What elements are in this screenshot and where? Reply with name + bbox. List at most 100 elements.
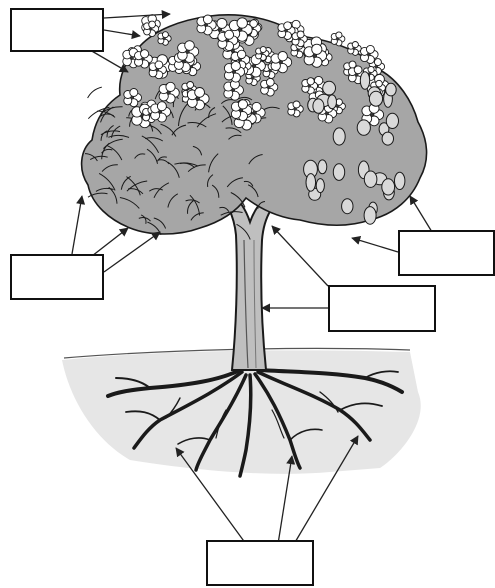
leaf-mark: [119, 197, 140, 209]
leaf-mark: [263, 106, 280, 111]
flower-mark: [223, 79, 244, 101]
flower-mark: [186, 87, 210, 111]
label-box-leaves[interactable]: [10, 254, 104, 300]
flower-mark: [230, 99, 253, 122]
soil: [62, 347, 421, 474]
leaf-mark: [174, 162, 198, 167]
pointer-roots-2: [277, 455, 296, 545]
pointer-stem-1: [271, 225, 329, 287]
leaf-mark: [248, 154, 263, 165]
leaf-mark: [192, 145, 203, 156]
pointer-fruits-2: [351, 236, 399, 253]
flower-mark: [196, 14, 217, 36]
leaf-mark: [219, 206, 230, 212]
leaf-mark: [98, 172, 116, 191]
label-box-flowers[interactable]: [10, 8, 104, 52]
leaf-mark: [220, 211, 243, 216]
leaf-mark: [100, 130, 108, 141]
pointer-fruits-1: [409, 195, 433, 233]
leaf-mark: [160, 123, 177, 137]
flower-mark: [148, 60, 167, 80]
leaf-mark: [84, 153, 98, 162]
fruit-mark: [315, 178, 325, 194]
leaf-mark: [107, 145, 123, 161]
flower-mark: [287, 100, 304, 118]
foliage: [80, 14, 428, 240]
flower-mark: [270, 51, 293, 74]
leaf-mark: [100, 106, 123, 114]
fruit-mark: [363, 206, 377, 225]
pointer-roots-1: [175, 447, 247, 545]
label-box-stem[interactable]: [328, 285, 436, 332]
fruit-mark: [312, 98, 325, 114]
flower-mark: [260, 77, 279, 97]
fruit-mark: [385, 112, 399, 130]
flower-mark: [255, 46, 270, 61]
leaf-mark: [120, 175, 131, 190]
leaf-mark: [228, 134, 242, 140]
leaf-mark: [257, 201, 266, 209]
flower-mark: [277, 21, 296, 40]
fruit-mark: [368, 90, 384, 107]
leaf-mark: [167, 193, 179, 208]
flower-mark: [301, 77, 319, 95]
flower-mark: [157, 31, 172, 46]
leaf-mark: [226, 177, 243, 188]
label-box-fruits[interactable]: [398, 230, 495, 276]
leaf-mark: [95, 187, 114, 192]
fruit-mark: [381, 178, 396, 196]
leaf-mark: [187, 164, 206, 173]
leaf-mark: [237, 96, 253, 101]
leaf-mark: [185, 199, 200, 204]
leaf-mark: [128, 188, 144, 195]
leaf-mark: [101, 164, 118, 172]
flower-mark: [291, 30, 308, 48]
fruit-mark: [322, 80, 337, 96]
leaf-mark: [149, 188, 164, 192]
leaf-mark: [187, 200, 194, 214]
leaf-mark: [106, 124, 114, 138]
fruit-mark: [359, 71, 371, 90]
leaf-mark: [140, 214, 147, 224]
fruit-mark: [385, 82, 397, 97]
leaf-mark: [211, 184, 220, 198]
label-box-roots[interactable]: [206, 540, 314, 586]
leaf-mark: [230, 192, 246, 208]
leaf-mark: [207, 174, 214, 187]
leaf-mark: [134, 153, 146, 159]
pointer-flowers-3: [89, 49, 129, 73]
leaf-mark: [141, 135, 160, 154]
leaf-mark: [87, 192, 108, 198]
leaf-mark: [157, 159, 170, 165]
fruit-mark: [356, 119, 371, 136]
pointer-leaves-2: [91, 227, 129, 257]
leaf-mark: [225, 127, 242, 133]
leaf-mark: [208, 153, 219, 173]
pointer-roots-3: [293, 435, 359, 545]
flower-mark: [150, 101, 172, 123]
leaf-mark: [178, 103, 188, 127]
flower-mark: [228, 17, 253, 42]
leaf-mark: [189, 194, 201, 216]
leaf-mark: [101, 142, 110, 160]
trunk: [211, 186, 293, 371]
flower-mark: [330, 31, 346, 47]
flower-mark: [303, 43, 328, 68]
fruit-mark: [381, 131, 394, 146]
leaf-mark: [126, 180, 148, 192]
leaf-mark: [108, 186, 118, 204]
flower-mark: [347, 41, 362, 56]
leaf-mark: [153, 182, 170, 199]
leaf-mark: [171, 124, 187, 136]
fruit-mark: [317, 159, 328, 175]
leaf-mark: [89, 155, 108, 161]
fruit-mark: [332, 127, 346, 146]
flower-mark: [158, 81, 180, 104]
leaf-mark: [87, 86, 102, 99]
pointer-lines: [71, 9, 433, 545]
fruit-mark: [394, 171, 406, 190]
flower-mark: [360, 44, 379, 64]
flower-mark: [143, 20, 160, 38]
pointer-flowers-2: [103, 29, 141, 40]
